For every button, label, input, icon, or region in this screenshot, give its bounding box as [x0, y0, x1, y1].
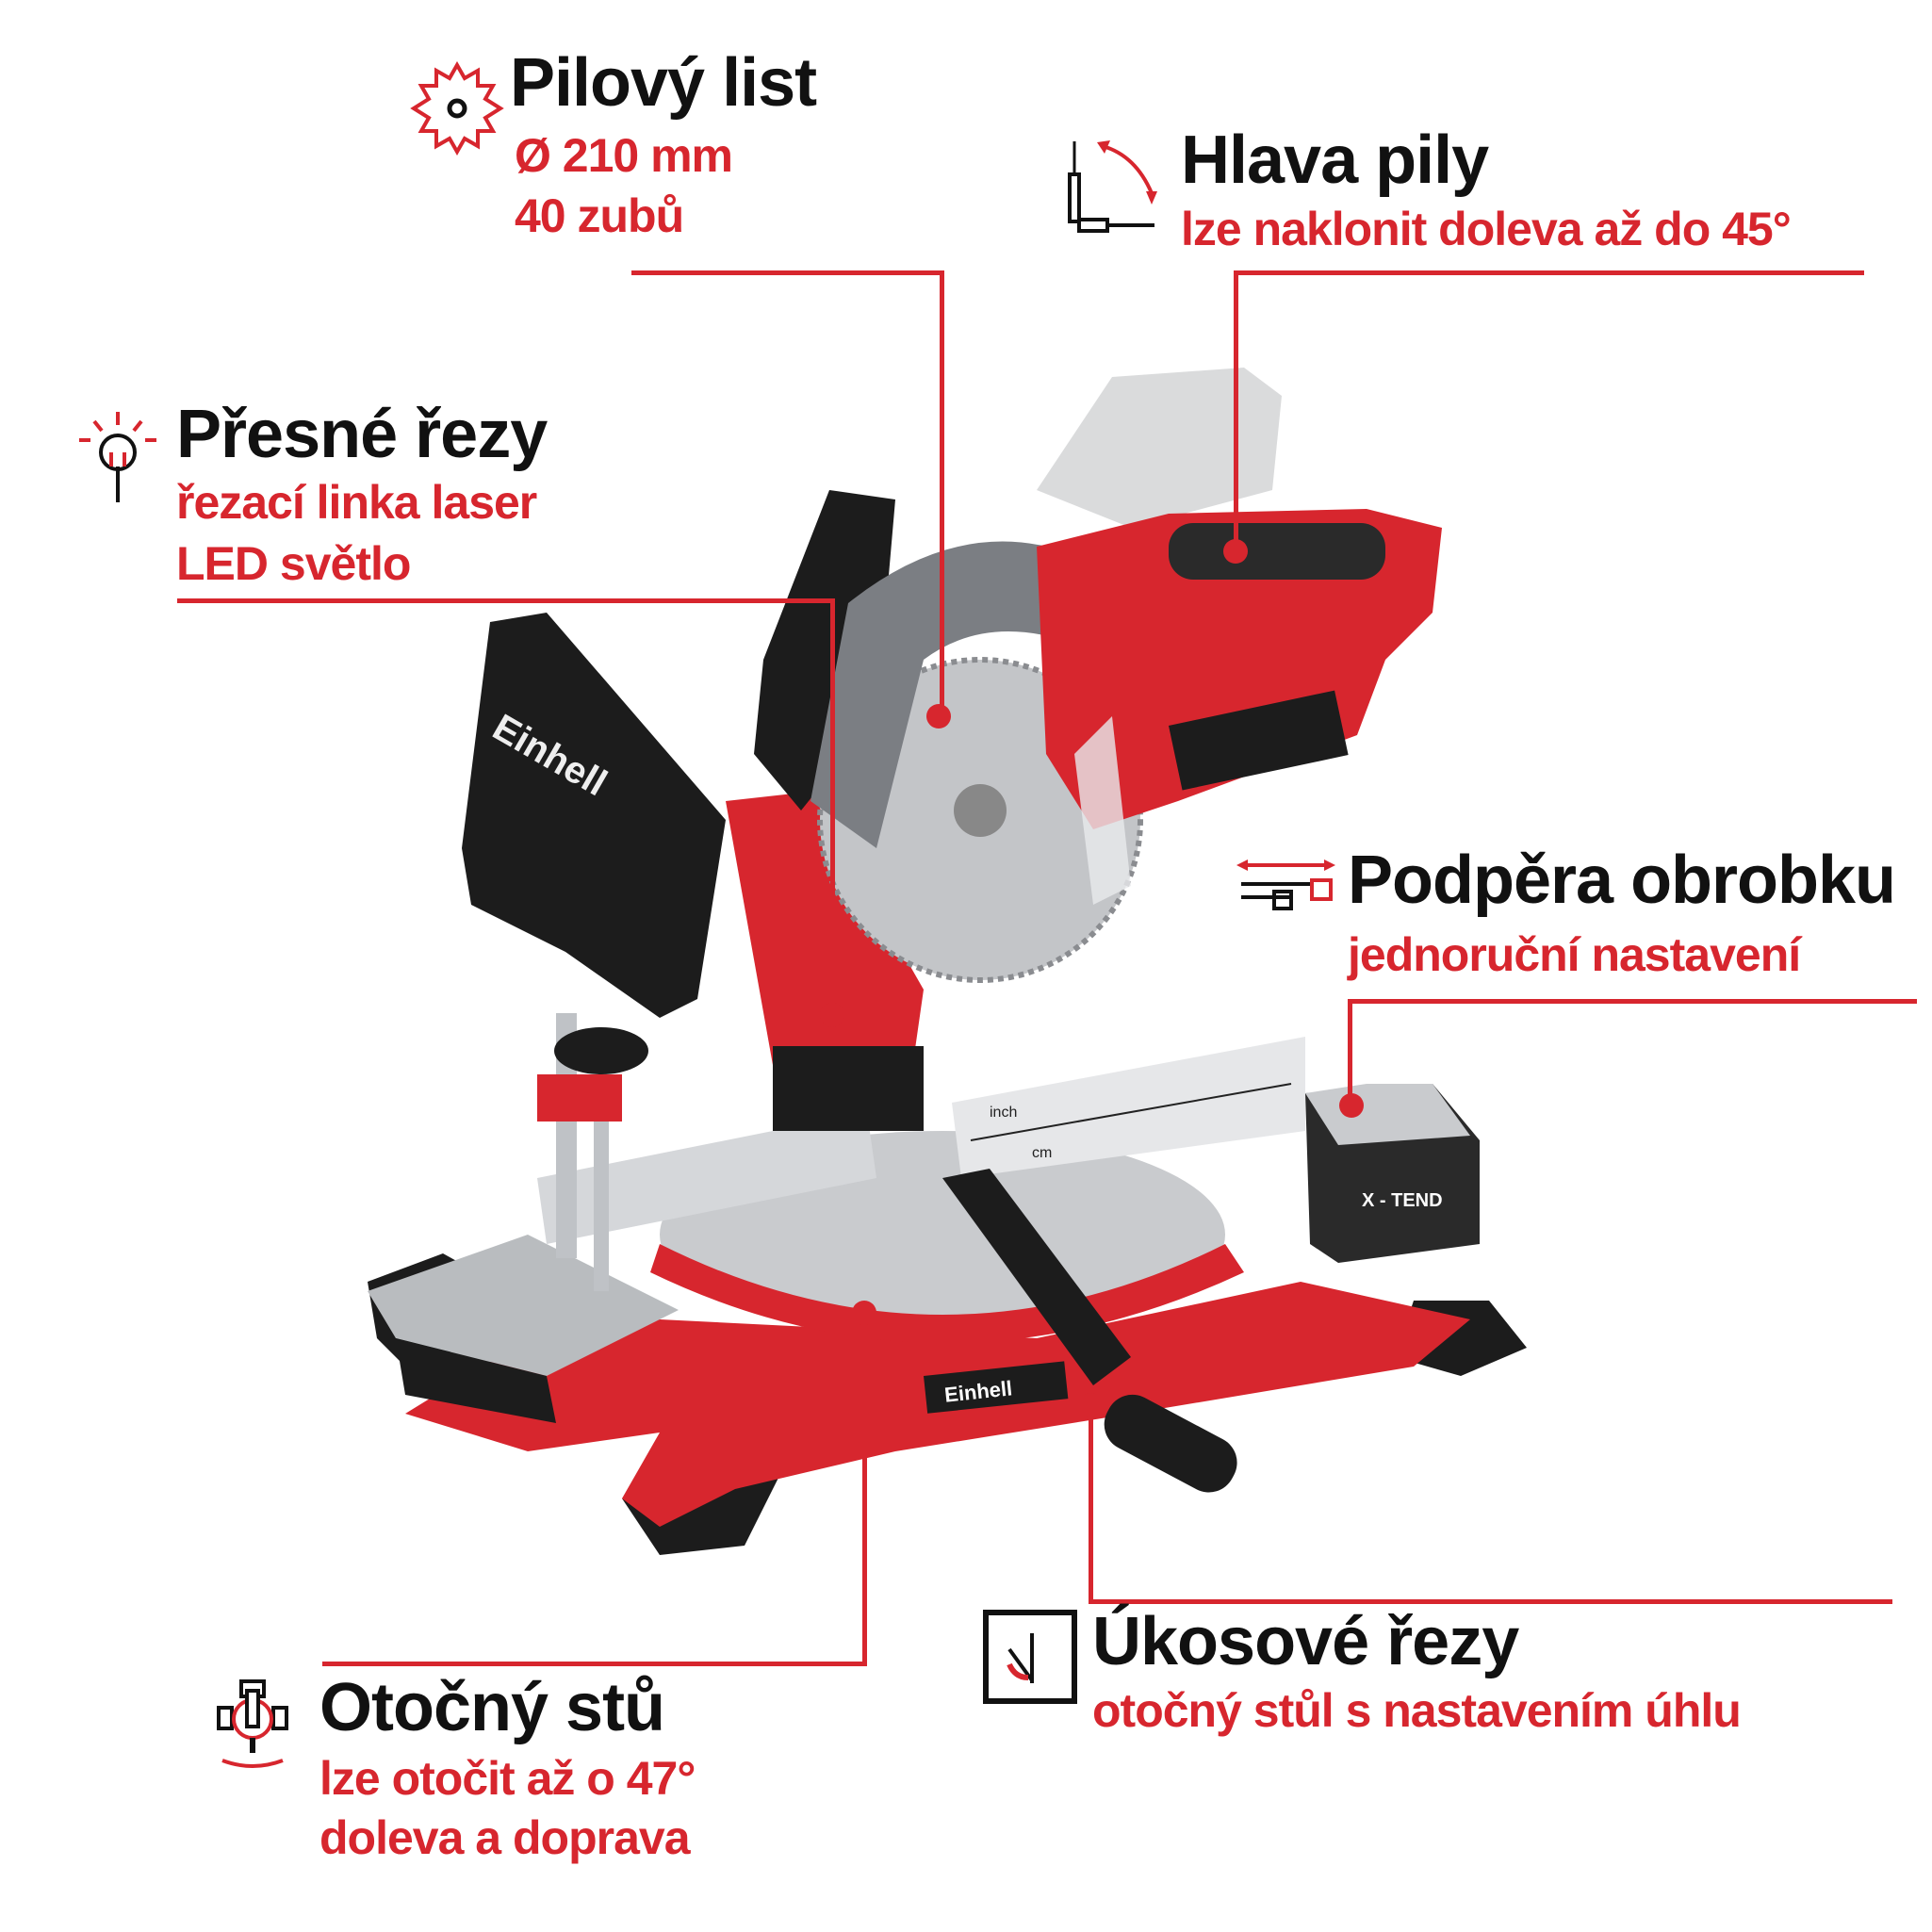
- leader-laser-h: [177, 598, 835, 603]
- leader-turntable-v: [862, 1313, 867, 1666]
- clamp-knob: [554, 1027, 648, 1074]
- extension-label: X - TEND: [1362, 1190, 1443, 1211]
- leader-support-v: [1348, 999, 1352, 1105]
- head-title: Hlava pily: [1181, 123, 1489, 198]
- leader-turntable-h: [322, 1662, 867, 1666]
- blade-title: Pilový list: [510, 45, 817, 121]
- ruler-unit-cm: cm: [1032, 1145, 1052, 1161]
- turntable-icon: [217, 1679, 288, 1768]
- saw-handle: [1037, 509, 1442, 829]
- turntable-angle: lze otočit až o 47°: [319, 1752, 696, 1805]
- fence-left: [537, 1112, 876, 1244]
- leader-miter-h: [1089, 1599, 1892, 1604]
- leader-blade-v: [940, 270, 944, 716]
- dust-bag: [462, 613, 726, 1018]
- battery-pack: [1037, 368, 1282, 528]
- leader-laser-v: [830, 598, 835, 1015]
- blade-diameter: Ø 210 mm: [515, 129, 733, 182]
- miter-desc: otočný stůl s nastavením úhlu: [1092, 1684, 1742, 1737]
- pivot-arm: [726, 792, 924, 1093]
- saw-blade-icon: [410, 61, 504, 156]
- head-tilt: lze naklonit doleva až do 45°: [1181, 203, 1792, 255]
- precision-led: LED světlo: [176, 537, 411, 590]
- callout-dot-blade: [926, 704, 951, 729]
- miter-title: Úkosové řezy: [1092, 1604, 1519, 1679]
- table-left-dark: [396, 1338, 556, 1423]
- precision-laser: řezací linka laser: [176, 476, 537, 529]
- leader-support-h: [1348, 999, 1917, 1004]
- miter-arm: [942, 1169, 1131, 1385]
- laser-light-icon: [79, 412, 156, 502]
- ruler-unit-inch: inch: [990, 1105, 1017, 1121]
- turntable-title: Otočný stů: [319, 1670, 665, 1745]
- support-title: Podpěra obrobku: [1348, 843, 1896, 918]
- blade-arbor: [954, 784, 1007, 837]
- leader-head-h: [1234, 270, 1864, 275]
- callout-dots: [820, 539, 1364, 1417]
- clamp-screw: [594, 1103, 609, 1291]
- callout-dot-support: [1339, 1093, 1364, 1118]
- callout-dot-laser: [820, 1003, 844, 1027]
- precision-title: Přesné řezy: [176, 397, 548, 472]
- table-left: [368, 1235, 679, 1376]
- callout-dot-head: [1223, 539, 1248, 564]
- miter-handle: [1104, 1394, 1237, 1493]
- miter-angle-icon: [983, 1610, 1077, 1704]
- leader-miter-v: [1089, 1405, 1093, 1604]
- blade-teeth: 40 zubů: [515, 189, 684, 242]
- ruler: inch cm: [970, 1083, 1292, 1161]
- support-adjust: jednoruční nastavení: [1348, 928, 1801, 981]
- fence-right: [952, 1037, 1305, 1178]
- turntable-direction: doleva a doprava: [319, 1811, 690, 1864]
- pivot-base: [773, 1046, 924, 1131]
- lower-guard: [1074, 716, 1131, 905]
- tilt-head-icon: [1068, 140, 1157, 233]
- clamp-body: [537, 1074, 622, 1122]
- leader-blade-h: [631, 270, 944, 275]
- motor-black: [1169, 690, 1349, 791]
- brand-plate: [924, 1361, 1069, 1414]
- workpiece-support-icon: [1236, 860, 1335, 910]
- handle-grip: [1169, 523, 1385, 580]
- leader-head-v: [1234, 270, 1238, 551]
